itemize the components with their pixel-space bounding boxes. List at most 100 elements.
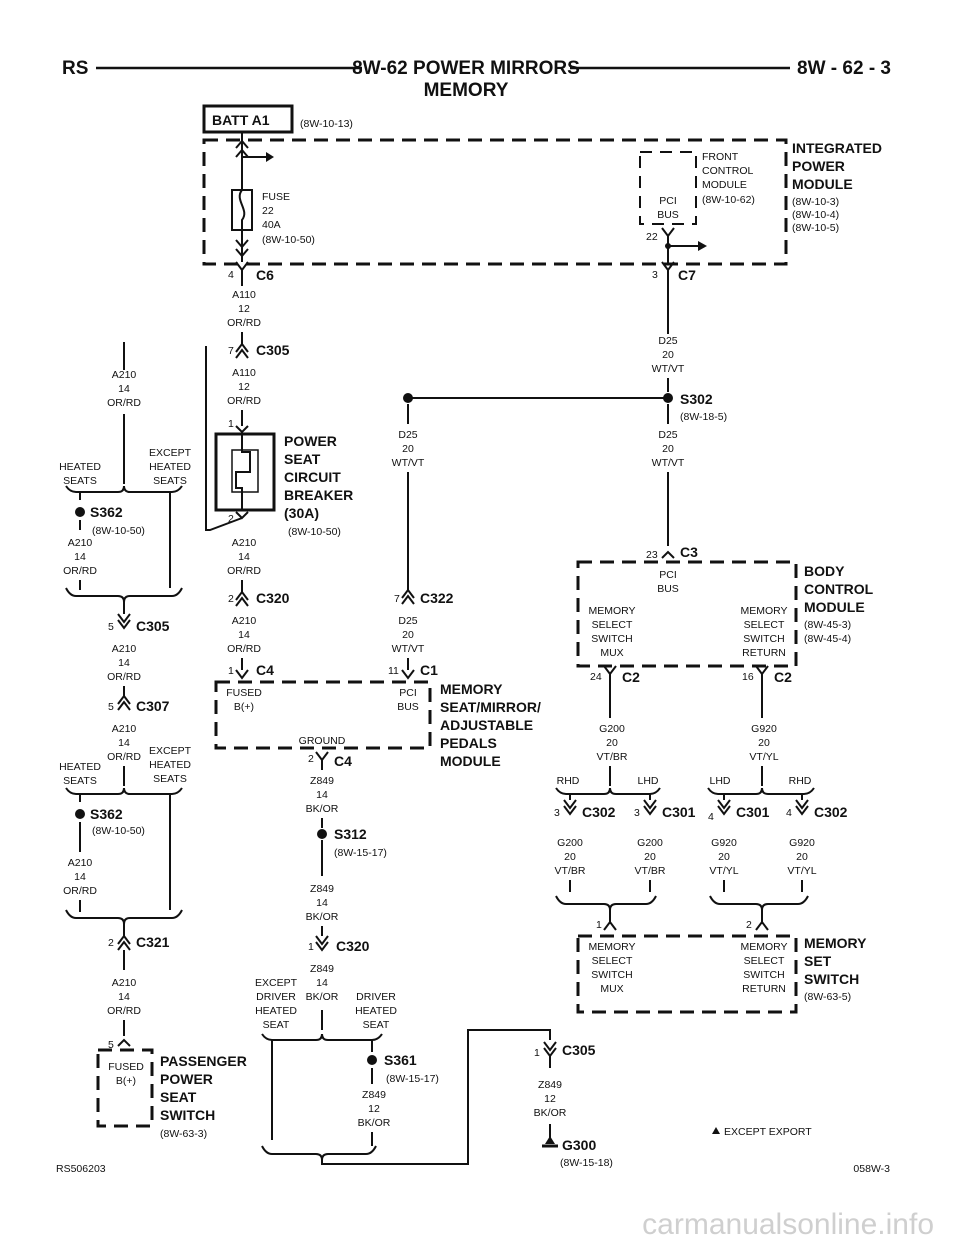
bcm-ref-2: (8W-45-4) [804,633,851,645]
a210-cb-color: OR/RD [227,565,261,577]
a210-c321-color: OR/RD [107,1005,141,1017]
g300-label: G300 [562,1137,596,1153]
msm-fused-2: B(+) [234,701,254,713]
a210-cb-circuit: A210 [232,537,257,549]
g200-r-color: VT/BR [635,865,666,877]
d25-top-color: WT/VT [652,363,685,375]
header-title: 8W-62 POWER MIRRORS [352,58,580,79]
bcm-name-1: BODY [804,563,845,579]
fuse-label: FUSE [262,191,290,203]
except-export-note: EXCEPT EXPORT [724,1126,812,1138]
splice-s302: S302 (8W-18-5) [663,391,727,423]
s362a-ref: (8W-10-50) [92,525,145,537]
c3-label: C3 [680,544,698,560]
header-left: RS [62,58,88,79]
cb-name-5: (30A) [284,505,319,521]
g200-l-circuit: G200 [557,837,583,849]
s312-label: S312 [334,826,367,842]
a210-s362b-color: OR/RD [63,885,97,897]
pss-ref: (8W-63-3) [160,1128,207,1140]
bcm-mux-3: SWITCH [591,633,632,645]
c1-label: C1 [420,662,438,678]
pss-pin: 5 [108,1039,114,1051]
mss-mux-4: MUX [600,983,623,995]
c2a-label: C2 [622,669,640,685]
g920-top-gauge: 20 [758,737,770,749]
ipm-name-1: INTEGRATED [792,140,882,156]
a210-top-color: OR/RD [107,397,141,409]
bcm-ret-1: MEMORY [740,605,787,617]
msm-bus: BUS [397,701,419,713]
body-control-module: 23 C3 PCI BUS MEMORY SELECT SWITCH MUX M… [576,544,874,685]
bcm-ref-1: (8W-45-3) [804,619,851,631]
c2b-pin: 16 [742,671,754,683]
option-lhd-rhd-right: LHD RHD [707,775,815,800]
except-heated-3: SEATS [153,475,187,487]
a210-cb-gauge: 14 [238,551,250,563]
a210-s362-gauge: 14 [74,551,86,563]
msm-name-4: PEDALS [440,735,497,751]
a210-c307-gauge: 14 [118,737,130,749]
ipm-ref-1: (8W-10-3) [792,196,839,208]
d25-left-color: WT/VT [392,457,425,469]
bcm-mux-1: MEMORY [588,605,635,617]
mss-ret-2: SELECT [744,955,785,967]
option-rhd-lhd-left: RHD LHD [555,775,661,800]
driver-heated-2: HEATED [355,1005,397,1017]
g200-top-circuit: G200 [599,723,625,735]
bcm-mux-4: MUX [600,647,623,659]
fuse-rating: 40A [262,219,281,231]
s302-ref: (8W-18-5) [680,411,727,423]
rhd-left: RHD [557,775,580,787]
z849c-gauge: 14 [316,977,328,989]
c7-label: C7 [678,267,696,283]
except-heated2-3: SEATS [153,773,187,785]
triangle-icon [712,1127,720,1134]
c302b-label: C302 [814,804,848,820]
z849e-circuit: Z849 [538,1079,562,1091]
pss-name-1: PASSENGER [160,1053,247,1069]
connector-c322: 7 C322 [394,588,454,606]
z849a-color: BK/OR [306,803,339,815]
connector-c302-b: 4 C302 [786,799,848,820]
fuse-number: 22 [262,205,274,217]
pss-name-2: POWER [160,1071,213,1087]
option-heated-seats-top: HEATED SEATS EXCEPT HEATED SEATS [59,447,192,588]
fcm-bus: BUS [657,209,679,221]
header-subtitle: MEMORY [424,80,509,101]
heated-1: HEATED [59,461,101,473]
s302-label: S302 [680,391,713,407]
except-driver-1: EXCEPT [255,977,298,989]
connector-c305-c: 1 C305 [534,1041,596,1059]
c320b-label: C320 [336,938,370,954]
ipm-name-3: MODULE [792,176,853,192]
footer: EXCEPT EXPORT RS506203 058W-3 carmanuals… [56,1126,934,1241]
s362a-label: S362 [90,504,123,520]
cb-name-1: POWER [284,433,337,449]
heated-2: SEATS [63,475,97,487]
memory-seat-mirror-module: 1 C4 11 C1 FUSED B(+) PCI BUS GROUND MEM… [214,662,541,769]
splice-s362-top: S362 (8W-10-50) A210 14 OR/RD [63,504,183,603]
mss-mux-1: MEMORY [588,941,635,953]
a210-c320-color: OR/RD [227,643,261,655]
c305c-label: C305 [562,1042,596,1058]
d25-left-circuit: D25 [398,429,417,441]
batt-ref: (8W-10-13) [300,118,353,130]
splice-s312: S312 (8W-15-17) [317,826,387,876]
pss-fused-1: FUSED [108,1061,144,1073]
msm-name-1: MEMORY [440,681,503,697]
c305a-label: C305 [256,342,290,358]
z849b-color: BK/OR [306,911,339,923]
c301a-pin: 3 [634,807,640,819]
bcm-mux-2: SELECT [592,619,633,631]
c321-pin: 2 [108,937,114,949]
splice-s361: S361 (8W-15-17) Z849 12 BK/OR [358,1052,439,1146]
c302a-label: C302 [582,804,616,820]
d25-top-circuit: D25 [658,335,677,347]
c4a-label: C4 [256,662,274,678]
c322-label: C322 [420,590,454,606]
pss-name-4: SWITCH [160,1107,215,1123]
mss-ref: (8W-63-5) [804,991,851,1003]
s312-ref: (8W-15-17) [334,847,387,859]
c301b-pin: 4 [708,811,714,823]
